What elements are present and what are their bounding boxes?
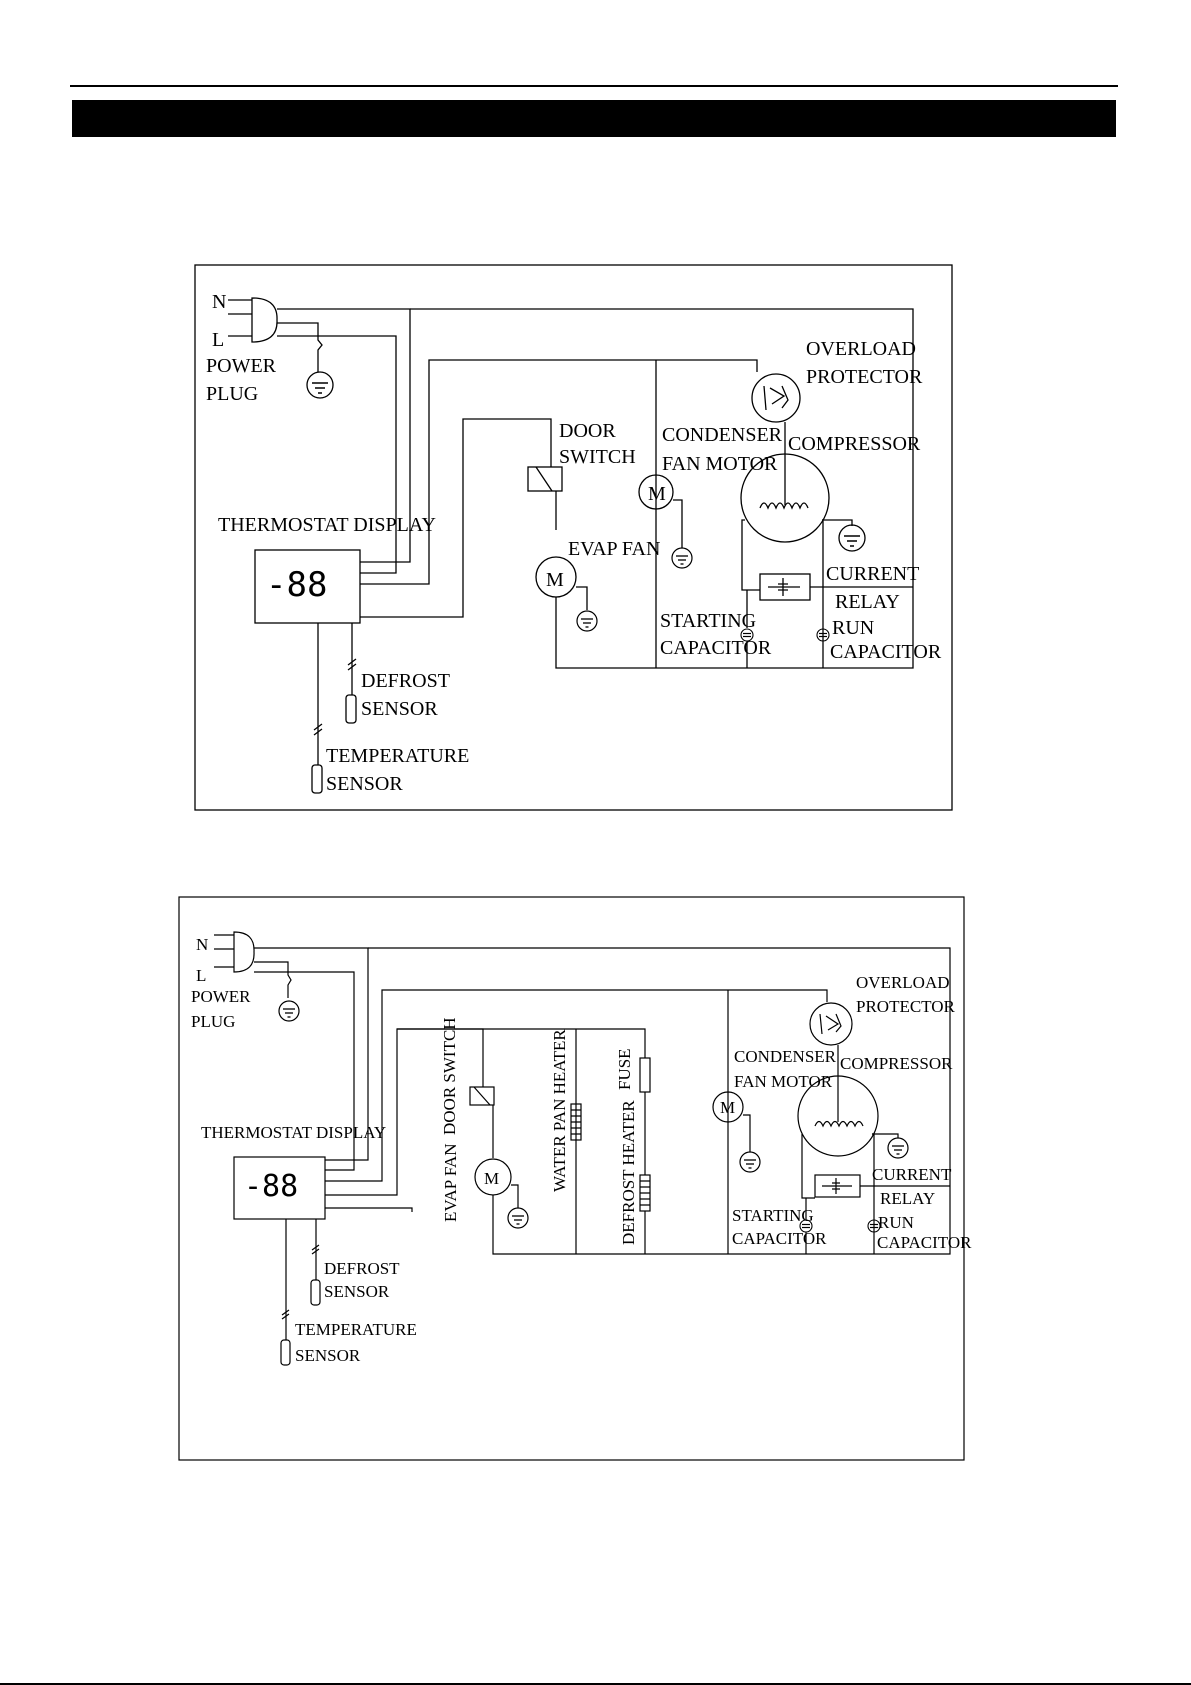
title-bar bbox=[72, 100, 1116, 137]
ground-icon bbox=[576, 610, 598, 632]
ground-icon bbox=[306, 371, 334, 399]
compressor-label: COMPRESSOR bbox=[788, 433, 921, 455]
door-label: DOOR bbox=[559, 420, 616, 442]
line-label: L bbox=[212, 329, 224, 351]
fan-motor-label: FAN MOTOR bbox=[734, 1072, 833, 1091]
defrost-sensor-icon bbox=[310, 1279, 321, 1306]
overload-label: OVERLOAD bbox=[806, 338, 916, 360]
relay-label: RELAY bbox=[880, 1189, 935, 1208]
fuse-icon bbox=[639, 1057, 651, 1093]
starting-capacitor-label: CAPACITOR bbox=[660, 637, 772, 659]
temperature-sensor-label: SENSOR bbox=[295, 1346, 361, 1365]
footer-rule bbox=[0, 1683, 1191, 1685]
temperature-sensor-label: SENSOR bbox=[326, 773, 403, 795]
ground-icon bbox=[739, 1151, 761, 1173]
condenser-motor-symbol: M bbox=[648, 483, 666, 505]
defrost-sensor-icon bbox=[345, 694, 357, 724]
display-readout: -88 bbox=[244, 1169, 298, 1204]
diagram-1-frame bbox=[194, 264, 953, 811]
run-label: RUN bbox=[832, 617, 874, 639]
ground-icon bbox=[278, 1000, 300, 1022]
door-switch-label: DOOR SWITCH bbox=[440, 1017, 459, 1135]
evap-motor-symbol: M bbox=[484, 1169, 499, 1188]
switch-label: SWITCH bbox=[559, 446, 636, 468]
plug-label: PLUG bbox=[206, 383, 258, 405]
run-capacitor-label: CAPACITOR bbox=[830, 641, 942, 663]
run-capacitor-label: CAPACITOR bbox=[877, 1233, 972, 1252]
thermostat-display-box bbox=[254, 549, 361, 624]
display-readout: -88 bbox=[266, 565, 327, 605]
fan-motor-label: FAN MOTOR bbox=[662, 453, 778, 475]
diagram-1-labels: N L POWER PLUG THERMOSTAT DISPLAY -88 DO… bbox=[206, 291, 942, 795]
defrost-sensor-label: SENSOR bbox=[324, 1282, 390, 1301]
condenser-label: CONDENSER bbox=[662, 424, 783, 446]
ground-icon bbox=[838, 524, 866, 552]
compressor-icon bbox=[797, 1075, 879, 1157]
ground-icon bbox=[671, 547, 693, 569]
evap-fan-label: EVAP FAN bbox=[568, 538, 660, 560]
power-plug-icon bbox=[214, 931, 255, 973]
evap-fan-label: EVAP FAN bbox=[441, 1143, 460, 1222]
overload-protector-icon bbox=[751, 373, 801, 423]
neutral-label: N bbox=[196, 935, 208, 954]
power-label: POWER bbox=[191, 987, 251, 1006]
defrost-label: DEFROST bbox=[324, 1259, 400, 1278]
fuse-label: FUSE bbox=[615, 1048, 634, 1090]
defrost-heater-label: DEFROST HEATER bbox=[619, 1100, 638, 1245]
temperature-label: TEMPERATURE bbox=[326, 745, 469, 767]
power-label: POWER bbox=[206, 355, 277, 377]
temperature-sensor-icon bbox=[280, 1339, 291, 1366]
door-switch-box bbox=[469, 1086, 495, 1106]
temperature-sensor-icon bbox=[311, 764, 323, 794]
plug-label: PLUG bbox=[191, 1012, 235, 1031]
relay-label: RELAY bbox=[835, 591, 900, 613]
protector-label: PROTECTOR bbox=[806, 366, 923, 388]
ground-icon bbox=[887, 1137, 909, 1159]
neutral-label: N bbox=[212, 291, 226, 313]
wiring-diagram-2 bbox=[178, 896, 965, 1461]
ground-icon bbox=[507, 1207, 529, 1229]
thermostat-display-box bbox=[233, 1156, 326, 1220]
line-label: L bbox=[196, 966, 206, 985]
power-plug-icon bbox=[228, 297, 278, 343]
temperature-label: TEMPERATURE bbox=[295, 1320, 417, 1339]
defrost-label: DEFROST bbox=[361, 670, 450, 692]
condenser-label: CONDENSER bbox=[734, 1047, 837, 1066]
thermostat-display-label: THERMOSTAT DISPLAY bbox=[201, 1123, 386, 1142]
current-label: CURRENT bbox=[826, 563, 919, 585]
overload-protector-icon bbox=[809, 1002, 853, 1046]
run-label: RUN bbox=[878, 1213, 914, 1232]
water-pan-heater-label: WATER PAN HEATER bbox=[550, 1029, 569, 1192]
diagram-2-frame bbox=[178, 896, 965, 1461]
thermostat-display-label: THERMOSTAT DISPLAY bbox=[218, 514, 436, 536]
door-switch-box bbox=[527, 466, 563, 492]
diagram-2-labels: N L POWER PLUG THERMOSTAT DISPLAY -88 DO… bbox=[191, 935, 972, 1365]
compressor-label: COMPRESSOR bbox=[840, 1054, 953, 1073]
condenser-fan-motor-icon bbox=[638, 474, 674, 510]
defrost-sensor-label: SENSOR bbox=[361, 698, 438, 720]
starting-label: STARTING bbox=[732, 1206, 814, 1225]
wiring-diagram-1 bbox=[194, 264, 953, 811]
header-rule bbox=[70, 85, 1118, 87]
starting-label: STARTING bbox=[660, 610, 756, 632]
condenser-motor-symbol: M bbox=[720, 1098, 735, 1117]
current-label: CURRENT bbox=[872, 1165, 952, 1184]
protector-label: PROTECTOR bbox=[856, 997, 956, 1016]
condenser-fan-motor-icon bbox=[712, 1091, 744, 1123]
starting-capacitor-label: CAPACITOR bbox=[732, 1229, 827, 1248]
evap-motor-symbol: M bbox=[546, 569, 564, 591]
overload-label: OVERLOAD bbox=[856, 973, 950, 992]
